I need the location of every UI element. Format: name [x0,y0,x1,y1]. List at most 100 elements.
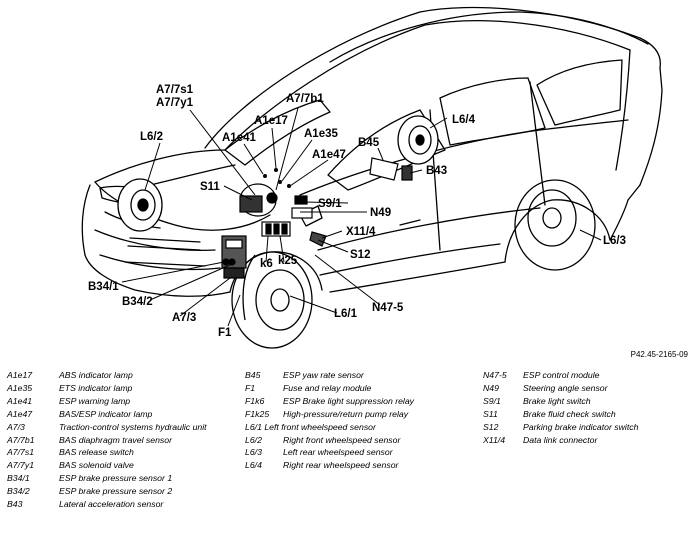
legend-desc: ESP brake pressure sensor 2 [59,486,173,497]
legend-code: L6/2 [245,434,262,445]
legend-code: B34/1 [7,473,30,484]
callout-l6-3: L6/3 [603,235,626,247]
legend-code: X11/4 [483,434,506,445]
legend-code: L6/4 [245,460,262,471]
legend-code: A7/7b1 [7,434,35,445]
legend-desc: ESP warning lamp [59,395,131,406]
legend-row: A7/7b1 BAS diaphragm travel sensor [7,434,237,447]
legend-desc: Data link connector [523,434,598,445]
legend-row: L6/1 Left front wheelspeed sensor [245,421,480,434]
callout-a1e41: A1e41 [222,132,256,144]
fuse-relay-module-f1 [261,221,291,237]
legend-desc: Steering angle sensor [523,382,608,393]
callout-b43: B43 [426,165,447,177]
legend-code: A7/7y1 [7,460,35,471]
callout-l6-2: L6/2 [140,131,163,143]
legend-code: F1 [245,382,256,393]
brake-light-switch-s9-1 [291,195,313,219]
callout-k25: k25 [278,255,298,267]
callout-k6: k6 [260,258,273,270]
callout-b34-1: B34/1 [88,281,119,293]
legend-row: L6/2 Right front wheelspeed sensor [245,434,480,447]
callout-s11: S11 [200,181,220,193]
legend-row: F1 Fuse and relay module [245,382,480,395]
wheel-front-right [117,178,163,232]
legend-code: B43 [7,499,23,510]
data-link-connector-x11-4 [309,231,327,247]
callout-f1: F1 [218,327,232,339]
legend-row: B43 Lateral acceleration sensor [7,498,237,511]
legend-desc: Lateral acceleration sensor [59,499,164,510]
legend-row: F1k25 High-pressure/return pump relay [245,408,480,421]
legend-desc: L6/1 Left front wheelspeed sensor [245,421,376,432]
legend-desc: BAS solenoid valve [59,460,134,471]
wheel-front-left [231,251,313,349]
legend-desc: Brake light switch [523,395,591,406]
callout-x11-4: X11/4 [346,226,376,238]
legend-desc: ETS indicator lamp [59,382,133,393]
figure-reference-id: P42.45-2165-09 [630,350,688,359]
legend-desc: Right front wheelspeed sensor [283,434,401,445]
legend-code: A1e35 [7,382,33,393]
legend-code: F1k6 [245,395,265,406]
callout-l6-4: L6/4 [452,114,476,126]
legend-desc: BAS release switch [59,447,134,458]
brake-pressure-sensors [222,258,236,266]
legend-code: N47-5 [483,370,507,380]
callout-a7-7s1: A7/7s1 [156,84,194,96]
legend-column-1: A1e17 ABS indicator lamp A1e35 ETS indicat… [7,369,237,511]
wheel-rear-right [397,115,439,165]
legend-row: A1e17 ABS indicator lamp [7,369,237,382]
leader-lines [121,107,602,327]
legend-column-2: B45 ESP yaw rate sensor F1 Fuse and relay … [245,369,480,472]
vehicle-outline [81,6,663,297]
legend-desc: BAS/ESP indicator lamp [59,408,153,419]
legend-row: N49 Steering angle sensor [483,382,698,395]
legend-row: A1e47 BAS/ESP indicator lamp [7,408,237,421]
legend-code: F1k25 [245,408,270,419]
legend-row: B34/1 ESP brake pressure sensor 1 [7,472,237,485]
callout-s12: S12 [350,249,370,261]
legend-row: X11/4 Data link connector [483,434,698,447]
legend-desc: Left rear wheelspeed sensor [283,447,393,458]
legend-desc: BAS diaphragm travel sensor [59,434,172,445]
legend-desc: ESP yaw rate sensor [283,370,364,380]
legend-desc: Traction-control systems hydraulic unit [59,421,207,432]
wheel-rear-left [514,179,596,271]
callout-b45: B45 [358,137,380,149]
legend-code: A1e17 [7,370,33,380]
indicator-lamp-dots [263,168,291,188]
callout-b34-2: B34/2 [122,296,153,308]
callout-a7-3: A7/3 [172,312,196,324]
legend-code: B34/2 [7,486,30,497]
legend-desc: High-pressure/return pump relay [283,408,409,419]
callout-l6-1: L6/1 [334,308,358,320]
legend-desc: Fuse and relay module [283,382,372,393]
legend-desc: ESP brake pressure sensor 1 [59,473,173,484]
legend-desc: Parking brake indicator switch [523,421,639,432]
legend-row: A7/3 Traction-control systems hydraulic u… [7,421,237,434]
callout-s9-1: S9/1 [318,198,342,210]
yaw-rate-sensor-b45 [369,157,399,181]
callout-a1e47: A1e47 [312,149,346,161]
legend-row: S11 Brake fluid check switch [483,408,698,421]
callout-n47-5: N47-5 [372,302,404,314]
legend-code: N49 [483,382,499,393]
legend-code: B45 [245,370,261,380]
legend-code: S11 [483,408,498,419]
legend-code: A1e47 [7,408,33,419]
legend-desc: ABS indicator lamp [59,370,133,380]
callout-a1e35: A1e35 [304,128,338,140]
legend-row: B45 ESP yaw rate sensor [245,369,480,382]
legend-code: A7/3 [7,421,25,432]
legend-desc: Brake fluid check switch [523,408,616,419]
callout-a7-7y1: A7/7y1 [156,97,194,109]
vehicle-component-diagram: A7/7s1 A7/7y1 A7/7b1 L6/2 A1e17 A1e41 A1… [81,6,663,349]
